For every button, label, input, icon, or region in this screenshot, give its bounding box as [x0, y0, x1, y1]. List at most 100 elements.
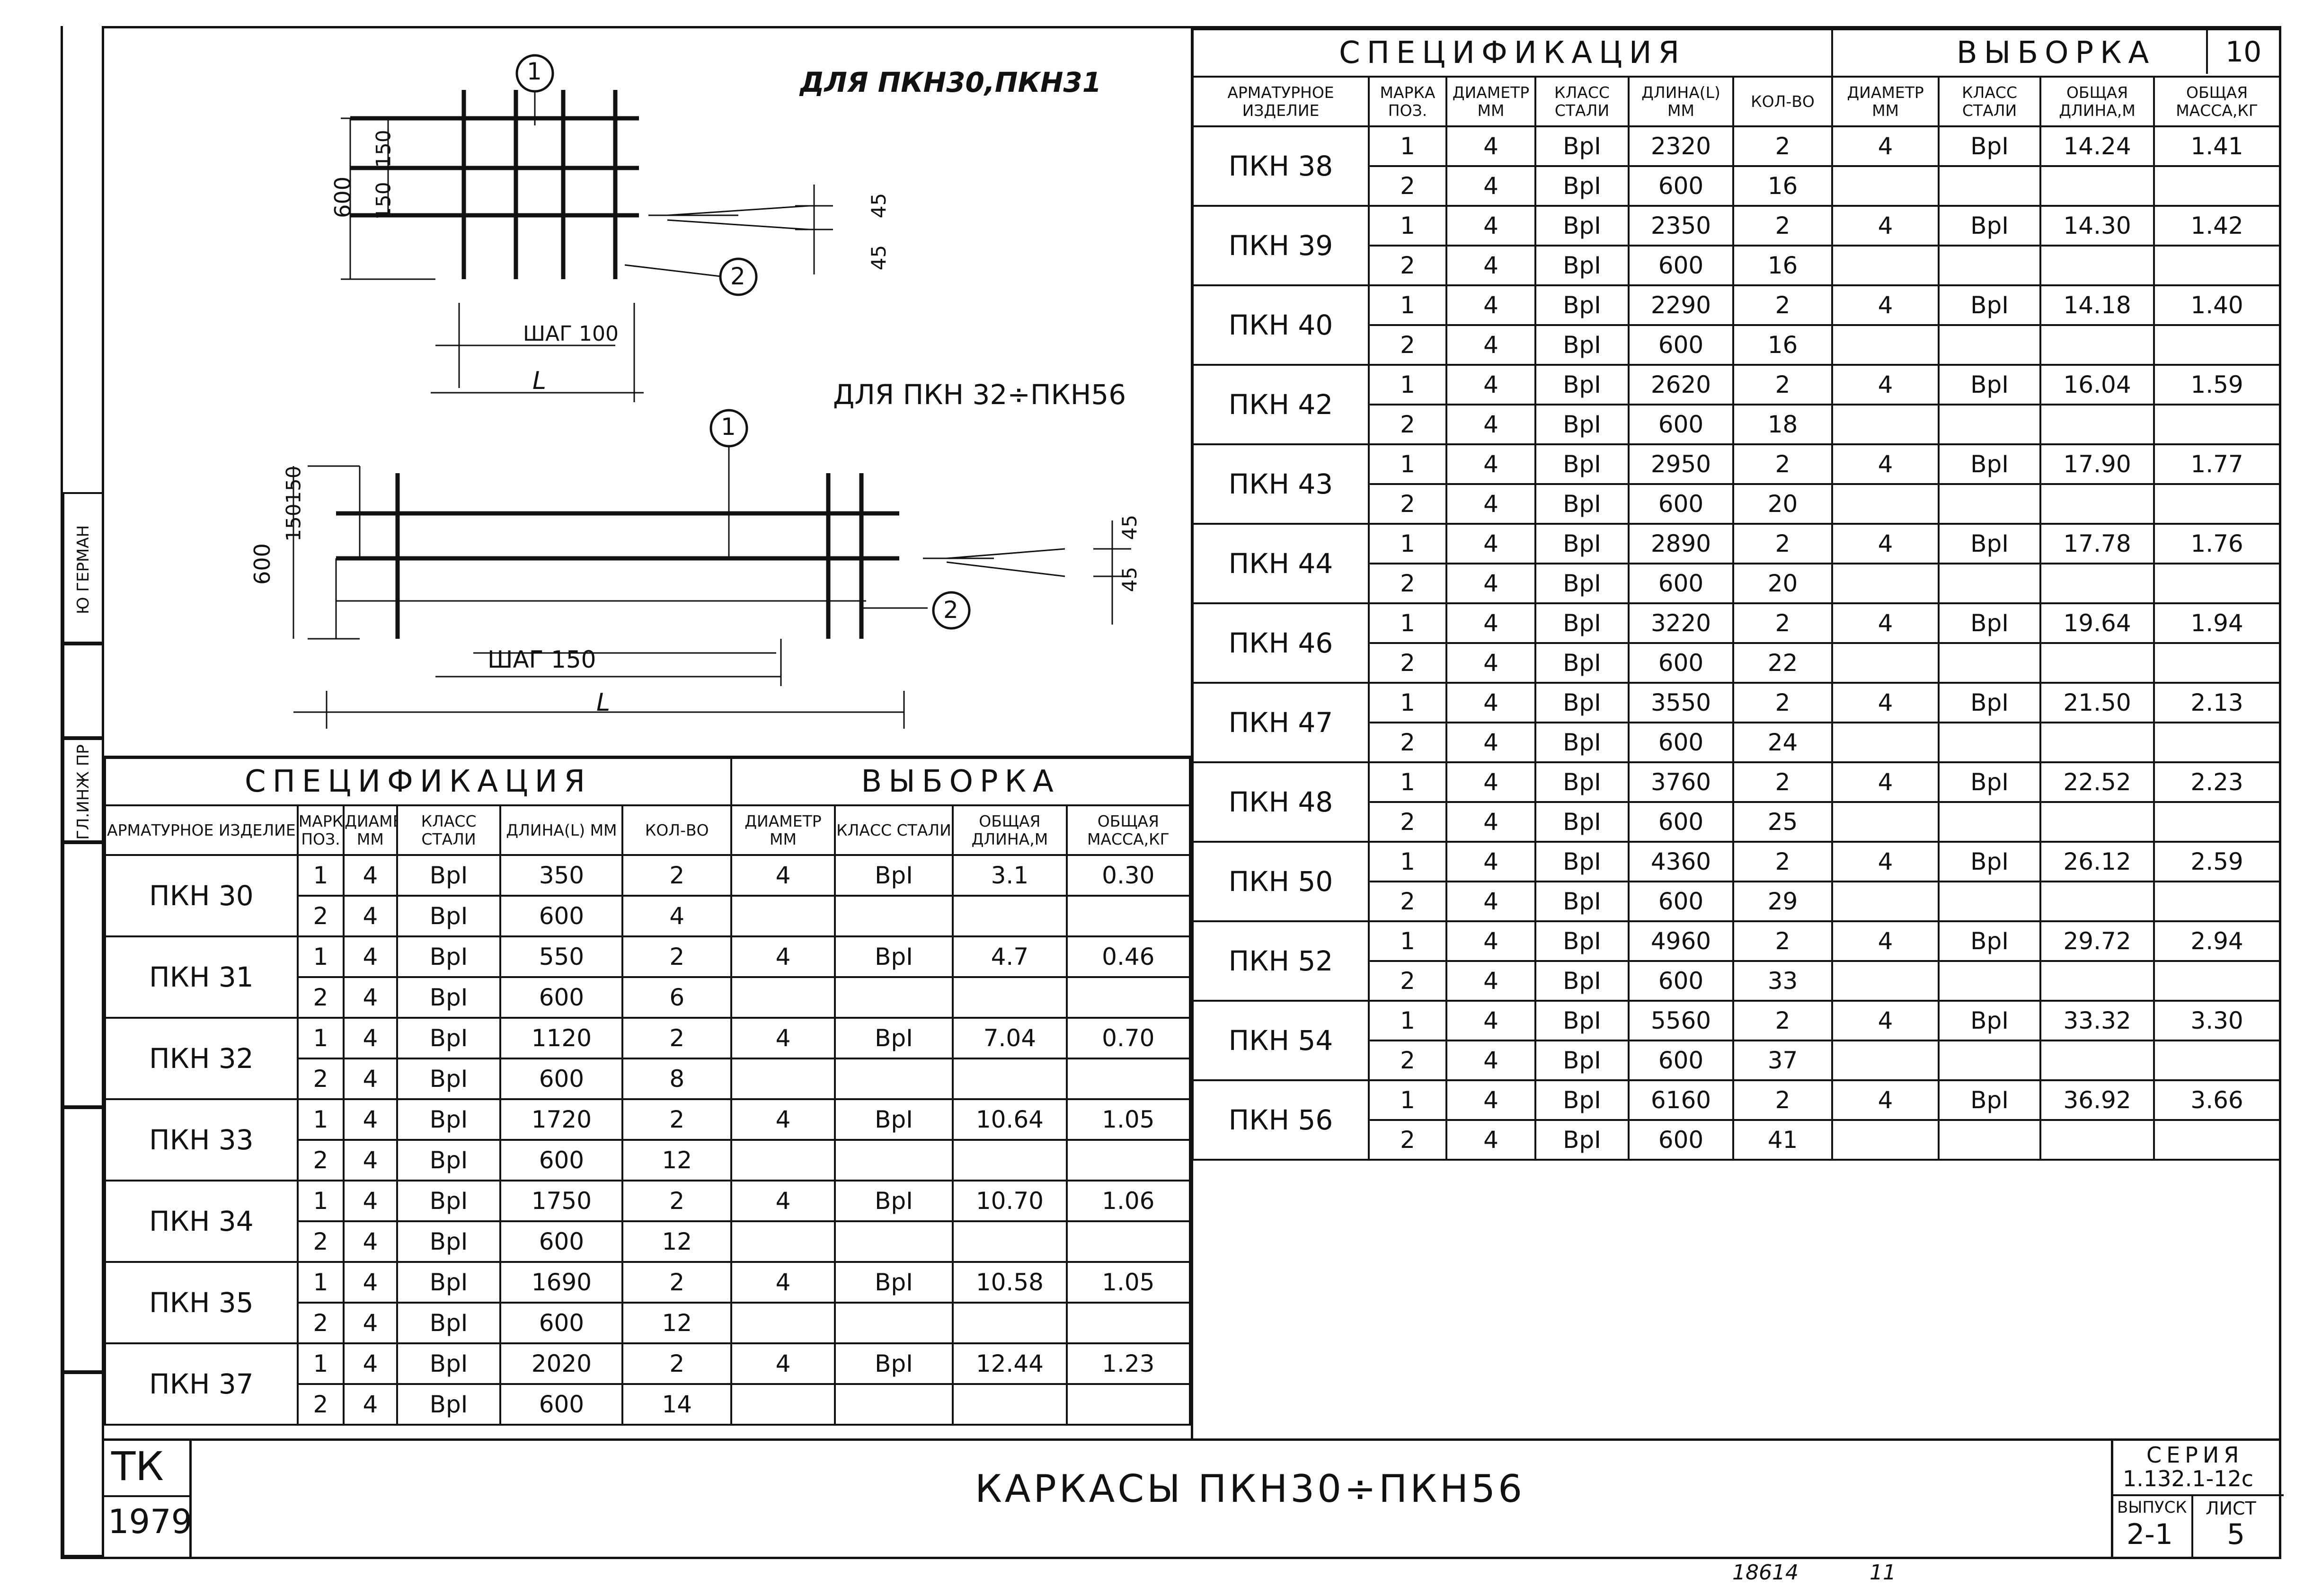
cell-cls: ВрI: [1534, 682, 1630, 723]
cell-len: 3220: [1628, 602, 1734, 644]
sample-sd: [1831, 324, 1940, 366]
sample-tlen: [952, 1383, 1068, 1426]
sample-tlen: 22.52: [2039, 761, 2155, 803]
cell-mark: 2: [1368, 165, 1447, 207]
bottom-edge-line: [61, 1557, 2281, 1559]
sample-scls: ВрI: [1938, 682, 2042, 723]
sample-tlen: [2039, 165, 2155, 207]
sample-tlen: [2039, 801, 2155, 843]
cell-cls: ВрI: [1534, 920, 1630, 962]
cell-len: 1750: [499, 1180, 624, 1222]
cell-mark: 1: [1368, 1079, 1447, 1121]
sample-sd: [730, 1139, 836, 1182]
cell-cls: ВрI: [1534, 642, 1630, 684]
cell-len: 600: [499, 1139, 624, 1182]
cell-mark: 1: [1368, 1000, 1447, 1041]
cell-len: 3550: [1628, 682, 1734, 723]
cell-len: 600: [1628, 1040, 1734, 1081]
cell-len: 4360: [1628, 841, 1734, 882]
series-split-v: [2191, 1494, 2193, 1557]
cell-mark: 2: [296, 895, 345, 937]
sample-scls: [1938, 165, 2042, 207]
sample-scls: ВрI: [833, 1180, 954, 1222]
cell-len: 600: [1628, 722, 1734, 763]
cell-len: 600: [499, 895, 624, 937]
cell-qty: 2: [1732, 602, 1834, 644]
sample-scls: [1938, 881, 2042, 922]
cell-mark: 2: [1368, 1119, 1447, 1161]
sample-sd: [1831, 1040, 1940, 1081]
cell-qty: 2: [621, 1180, 733, 1222]
side-stamp-role: ГЛ.ИНЖ ПР: [62, 738, 104, 842]
sample-scls: ВрI: [1938, 602, 2042, 644]
sample-sd: 4: [1831, 443, 1940, 485]
sample-tlen: 14.24: [2039, 125, 2155, 167]
sample-tmass: 1.40: [2153, 284, 2281, 326]
cell-len: 4960: [1628, 920, 1734, 962]
cell-qty: 2: [1732, 841, 1834, 882]
cell-len: 5560: [1628, 1000, 1734, 1041]
sample-tmass: 0.30: [1065, 854, 1191, 897]
cell-cls: ВрI: [396, 854, 502, 897]
sample-sd: 4: [1831, 364, 1940, 406]
sample-scls: [1938, 324, 2042, 366]
cell-mark: 2: [1368, 722, 1447, 763]
cell-len: 600: [1628, 165, 1734, 207]
cell-mark: 1: [1368, 284, 1447, 326]
cell-mark: 2: [296, 1302, 345, 1344]
cell-len: 2620: [1628, 364, 1734, 406]
cell-cls: ВрI: [1534, 801, 1630, 843]
cell-len: 600: [1628, 881, 1734, 922]
sample-scls: [833, 1220, 954, 1263]
cell-cls: ВрI: [1534, 205, 1630, 247]
sample-tlen: 10.64: [952, 1098, 1068, 1141]
sample-tlen: [952, 1139, 1068, 1182]
sample-tmass: 1.23: [1065, 1342, 1191, 1385]
product-name: ПКН 31: [104, 935, 299, 1019]
sample-tmass: 1.05: [1065, 1261, 1191, 1304]
cell-d: 4: [343, 1058, 398, 1100]
sample-scls: [833, 895, 954, 937]
cell-mark: 1: [296, 1342, 345, 1385]
product-name: ПКН 35: [104, 1261, 299, 1344]
sample-scls: ВрI: [1938, 364, 2042, 406]
sample-tmass: [2153, 563, 2281, 604]
sample-sd: [1831, 960, 1940, 1002]
sample-tlen: [2039, 324, 2155, 366]
cell-mark: 1: [1368, 125, 1447, 167]
bottom-side1: 45: [1118, 514, 1142, 540]
product-name: ПКН 56: [1192, 1079, 1370, 1161]
sample-sd: 4: [1831, 920, 1940, 962]
sample-sd: 4: [1831, 284, 1940, 326]
cell-cls: ВрI: [1534, 483, 1630, 525]
cell-mark: 2: [1368, 642, 1447, 684]
sample-sd: 4: [1831, 841, 1940, 882]
cell-qty: 2: [621, 1342, 733, 1385]
cell-cls: ВрI: [1534, 1000, 1630, 1041]
cell-cls: ВрI: [396, 1098, 502, 1141]
top-step: ШАГ 100: [523, 322, 619, 346]
product-name: ПКН 39: [1192, 205, 1370, 286]
cell-cls: ВрI: [1534, 245, 1630, 286]
cell-d: 4: [343, 1180, 398, 1222]
product-name: ПКН 43: [1192, 443, 1370, 525]
right-edge-line: [2279, 26, 2281, 1559]
product-name: ПКН 50: [1192, 841, 1370, 922]
sample-tlen: 21.50: [2039, 682, 2155, 723]
cell-qty: 12: [621, 1139, 733, 1182]
rhdr-total-mass: ОБЩАЯ МАССА,КГ: [2153, 76, 2281, 127]
sample-tmass: [2153, 881, 2281, 922]
sample-tlen: 3.1: [952, 854, 1068, 897]
sample-sd: [1831, 563, 1940, 604]
sample-scls: ВрI: [833, 1017, 954, 1059]
cell-len: 600: [1628, 960, 1734, 1002]
top-length: L: [532, 367, 546, 395]
